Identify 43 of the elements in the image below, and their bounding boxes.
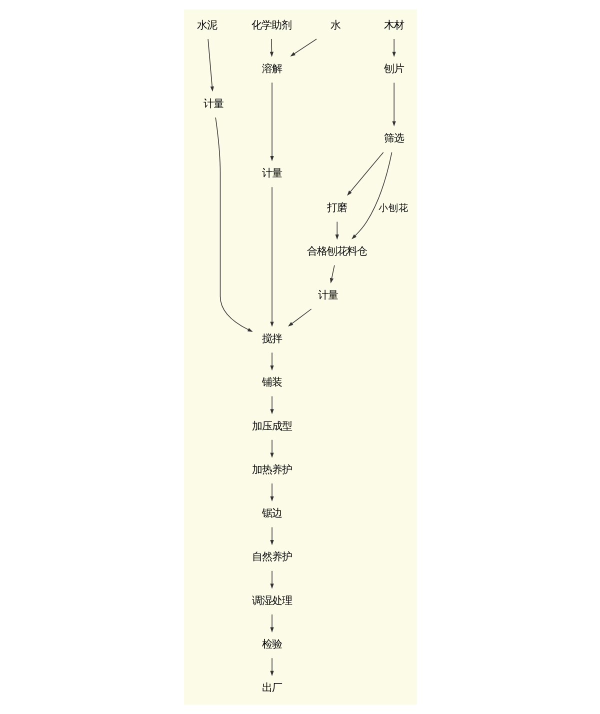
arrow: [270, 483, 274, 502]
node-text: 计量: [203, 98, 224, 110]
node-text: 加压成型: [252, 420, 292, 432]
node-text: 加热养护: [252, 464, 292, 476]
node-text: 溶解: [262, 63, 282, 75]
node-text: 铺装: [262, 376, 282, 389]
arrow: [270, 614, 274, 632]
arrow: [334, 221, 338, 240]
node-text: 自然养护: [252, 551, 292, 564]
arrow: [207, 38, 214, 92]
node-text: 调湿处理: [252, 594, 292, 607]
node-text: 锯边: [262, 508, 282, 520]
arrow: [290, 38, 316, 56]
node-text: 刨片: [384, 63, 404, 75]
arrow: [214, 117, 252, 332]
arrow: [270, 82, 274, 162]
arrow: [270, 570, 274, 589]
arrow: [270, 440, 274, 458]
arrow: [392, 38, 396, 57]
node-text: 检验: [262, 638, 282, 650]
arrow: [270, 526, 274, 546]
arrow: [392, 82, 396, 126]
edge-label: 小刨花: [378, 202, 408, 214]
node-text: 筛选: [384, 132, 404, 145]
arrow: [269, 38, 274, 57]
arrow: [351, 152, 392, 240]
arrow: [270, 396, 274, 414]
node-text: 水: [330, 19, 340, 32]
node-text: 计量: [318, 289, 338, 302]
arrow: [270, 352, 274, 371]
node-text: 打磨: [326, 202, 347, 214]
node-text: 木材: [384, 19, 404, 32]
arrow: [346, 152, 384, 196]
arrow: [270, 186, 274, 327]
node-text: 出厂: [262, 682, 282, 694]
node-text: 搅拌: [262, 332, 282, 345]
arrow: [287, 308, 312, 327]
arrow: [329, 264, 334, 284]
node-text: 水泥: [196, 19, 216, 32]
node-text: 计量: [262, 167, 282, 180]
node-text: 合格刨花料仓: [306, 246, 367, 258]
node-text: 化学助剂: [250, 19, 291, 32]
arrow: [270, 658, 274, 676]
